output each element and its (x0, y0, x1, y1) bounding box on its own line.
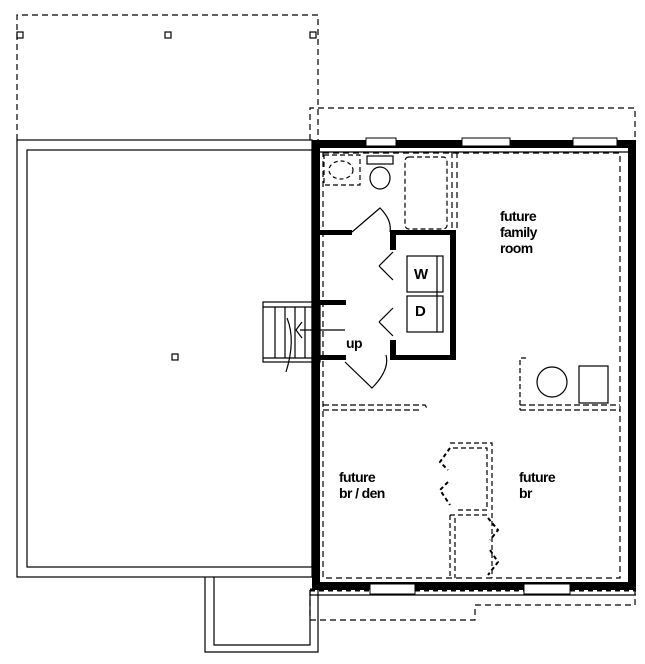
room-label-line: family (500, 224, 537, 240)
door-swing (378, 307, 394, 337)
dryer-box (406, 295, 444, 333)
room-label-line: room (500, 240, 533, 256)
wall-hall (320, 300, 346, 305)
water-heater-icon (536, 366, 568, 398)
finish-outline-dashed (322, 152, 621, 579)
closet-door-dashed (438, 447, 451, 506)
porch-outer (204, 577, 319, 653)
window (369, 583, 416, 595)
porch-inner (213, 577, 311, 646)
wall-dashed (323, 404, 429, 411)
window (523, 583, 571, 595)
toilet-bowl-icon (369, 166, 391, 190)
wall-laundry-west (390, 340, 396, 355)
post-marker (309, 31, 317, 39)
wall-laundry-east (450, 230, 456, 360)
wall-south (312, 582, 636, 590)
washer-label: W (414, 266, 428, 283)
post-marker (16, 31, 24, 39)
wall-laundry-west (390, 235, 396, 250)
stairs-up-label: up (346, 335, 363, 351)
deck-outline-dashed (16, 14, 319, 140)
room-label-line: future (500, 208, 537, 224)
wall-hall (320, 355, 346, 360)
wall-laundry-top (320, 230, 352, 235)
room-label-br-den: future br / den (339, 469, 385, 501)
bathtub-dashed (404, 156, 448, 230)
dryer-label: D (415, 303, 426, 320)
door-swing (378, 251, 394, 281)
wall-laundry-bottom (390, 355, 456, 360)
door-swing (351, 207, 391, 233)
overhang-bottom-dashed (309, 590, 636, 621)
wall-east (628, 140, 636, 590)
room-label-line: future (339, 469, 376, 485)
room-label-family-room: future family room (500, 208, 537, 256)
furnace-icon (578, 365, 609, 404)
post-marker (164, 31, 172, 39)
room-label-br: future br (519, 469, 556, 501)
post-marker (171, 353, 179, 361)
closet-dashed (449, 514, 488, 578)
window (365, 137, 397, 147)
room-label-line: future (519, 469, 556, 485)
overhang-dashed (309, 107, 636, 140)
closet-dashed (453, 447, 488, 511)
vanity-dashed (323, 154, 361, 186)
mechanical-enclosure-dashed (519, 357, 526, 410)
sink-icon (328, 160, 354, 180)
room-label-line: br / den (339, 485, 385, 501)
window (461, 137, 511, 147)
closet-dashed (450, 442, 493, 578)
room-label-line: br (519, 485, 532, 501)
door-swing (344, 354, 388, 389)
wall-laundry-top (390, 230, 456, 235)
toilet-tank-icon (366, 155, 394, 165)
window (572, 137, 618, 147)
wall-west (312, 140, 320, 590)
closet-door-dashed (487, 517, 500, 576)
washer-box (406, 255, 444, 293)
